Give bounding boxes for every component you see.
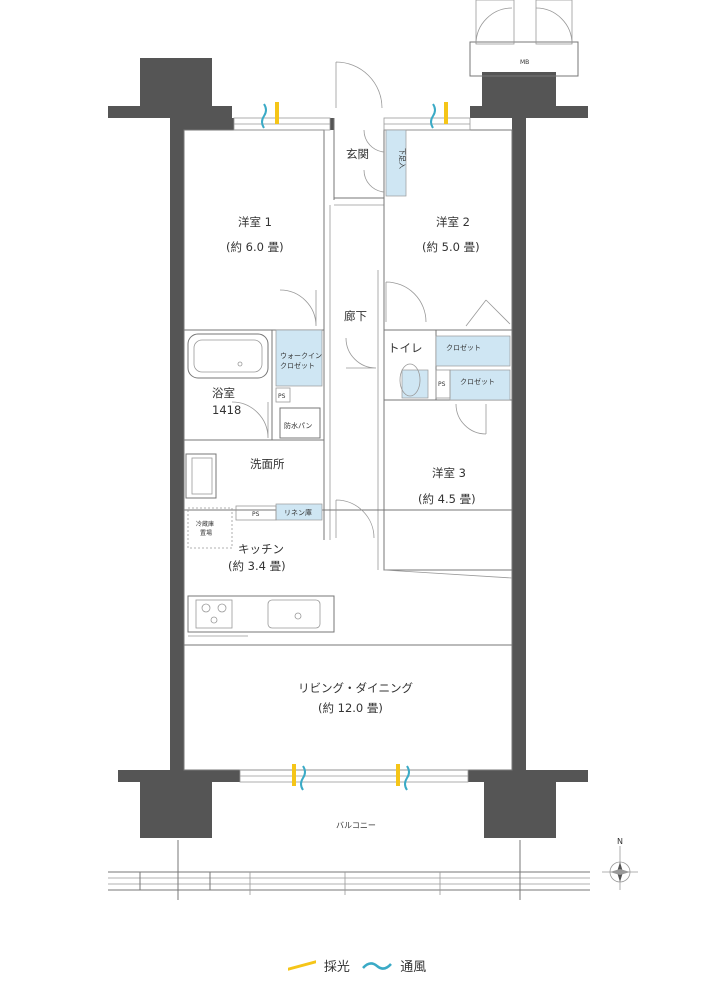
kitchen-sink (267, 599, 321, 629)
wind-marker-2 (430, 103, 436, 129)
western3-name: 洋室 3 (432, 466, 466, 480)
light-marker-4 (396, 764, 400, 786)
fridge-space (187, 507, 233, 549)
toilet-bowl (399, 363, 421, 397)
western2-size: (約 5.0 畳) (422, 240, 480, 254)
mb-cabinet: MB (469, 0, 579, 77)
bath-size: 1418 (212, 403, 241, 417)
closet-a (435, 335, 511, 367)
toilet-label: トイレ (388, 341, 423, 355)
structural-walls (108, 58, 588, 838)
light-marker-2 (444, 102, 448, 124)
light-legend-swatch (287, 960, 316, 971)
light-wind-markers (261, 102, 448, 791)
ps-toilet-label: PS (438, 381, 446, 388)
windows (233, 117, 471, 783)
hallway-label: 廊下 (344, 309, 367, 323)
wind-legend-label: 通風 (400, 960, 427, 975)
entrance-label: 玄関 (346, 147, 369, 161)
walk-in-closet-label-1: ウォークイン (280, 352, 322, 360)
fridge-label-2: 置場 (200, 529, 212, 537)
western1-name: 洋室 1 (238, 215, 272, 229)
ps-boxes: PS PS PS (235, 369, 451, 521)
wind-marker-1 (261, 103, 267, 129)
interior-walls (183, 118, 513, 771)
walk-in-closet-label-2: クロゼット (280, 361, 315, 370)
toilet-storage (401, 369, 429, 399)
waterproof-pan-label: 防水パン (284, 421, 312, 430)
washbasin (185, 453, 217, 499)
bathtub (187, 333, 269, 379)
fixtures: 防水パン 冷蔵庫 置場 (185, 333, 421, 637)
room-labels: 洋室 1 (約 6.0 畳) 玄関 洋室 2 (約 5.0 畳) 廊下 トイレ … (212, 147, 480, 830)
western1-size: (約 6.0 畳) (226, 240, 284, 254)
light-marker-3 (292, 764, 296, 786)
balcony-railing (108, 840, 590, 900)
light-legend-label: 採光 (323, 960, 350, 975)
compass-north-label: N (617, 837, 623, 846)
wind-marker-3 (300, 765, 306, 791)
living-size: (約 12.0 畳) (318, 701, 383, 715)
shoe-box-label: 下足入 (398, 148, 406, 169)
balcony-label: バルコニー (336, 821, 376, 830)
fridge-label-1: 冷蔵庫 (196, 520, 214, 528)
western2-name: 洋室 2 (436, 215, 470, 229)
linen-label: リネン庫 (284, 508, 312, 517)
storage-areas: 下足入 ウォークイン クロゼット クロゼット クロゼット リネン庫 (275, 129, 511, 521)
compass: N (602, 837, 638, 890)
closet-a-label: クロゼット (446, 343, 481, 352)
kitchen-counter (187, 595, 335, 633)
walk-in-closet (275, 329, 323, 387)
kitchen-name: キッチン (238, 542, 284, 556)
wind-marker-4 (404, 765, 410, 791)
stove (195, 599, 233, 629)
closet-b-label: クロゼット (460, 377, 495, 386)
doors (231, 61, 511, 539)
washroom-label: 洗面所 (250, 457, 285, 471)
mb-label: MB (520, 59, 529, 66)
ps-bath-label: PS (278, 393, 286, 400)
washer-pan (279, 407, 321, 439)
ps-linen-label: PS (252, 511, 260, 518)
kitchen-size: (約 3.4 畳) (228, 559, 286, 573)
western3-size: (約 4.5 畳) (418, 492, 476, 506)
wind-legend-swatch (362, 961, 393, 970)
shoe-box (385, 129, 407, 197)
legend: 採光 通風 (0, 956, 714, 975)
light-marker-1 (275, 102, 279, 124)
living-name: リビング・ダイニング (298, 681, 413, 695)
bath-name: 浴室 (212, 386, 235, 400)
